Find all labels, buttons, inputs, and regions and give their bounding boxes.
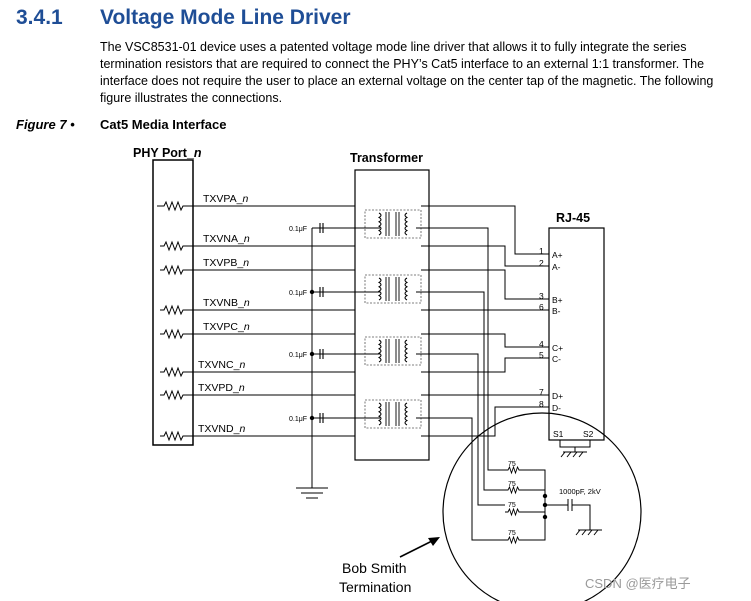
callout-arrow — [399, 537, 440, 558]
svg-text:3: 3 — [539, 291, 544, 301]
phy-port-label: PHY Port_n — [133, 146, 202, 160]
bob-smith-cap-label: 1000pF, 2kV — [559, 487, 601, 496]
bob-smith-junctions — [542, 493, 548, 520]
svg-text:8: 8 — [539, 399, 544, 409]
svg-text:C-: C- — [552, 354, 561, 364]
signal-label: TXVPC_n — [203, 321, 250, 333]
watermark: CSDN @医疗电子 — [585, 576, 691, 591]
svg-text:2: 2 — [539, 258, 544, 268]
svg-text:S2: S2 — [583, 429, 594, 439]
ground-icon — [296, 487, 328, 499]
svg-text:4: 4 — [539, 339, 544, 349]
bob-smith-caption-line2: Termination — [339, 579, 411, 595]
svg-text:0.1μF: 0.1μF — [289, 352, 307, 359]
svg-text:6: 6 — [539, 302, 544, 312]
svg-text:75: 75 — [508, 502, 516, 509]
svg-text:0.1μF: 0.1μF — [289, 290, 307, 297]
svg-text:B+: B+ — [552, 295, 563, 305]
shield-ground-icon — [559, 440, 591, 458]
transformer-box — [354, 169, 430, 461]
svg-text:1: 1 — [539, 246, 544, 256]
rj45-box — [548, 227, 605, 441]
junction-dots — [309, 289, 315, 421]
svg-text:7: 7 — [539, 387, 544, 397]
svg-text:0.1μF: 0.1μF — [289, 226, 307, 233]
svg-text:B-: B- — [552, 306, 561, 316]
bob-smith-wiring — [522, 469, 602, 541]
svg-text:A-: A- — [552, 262, 561, 272]
signal-label: TXVNC_n — [198, 359, 245, 371]
secondary-lines — [416, 205, 549, 541]
bob-smith-resistor-labels: 75 75 75 75 — [508, 461, 516, 537]
section-body: The VSC8531-01 device uses a patented vo… — [100, 40, 714, 105]
transformer-label: Transformer — [350, 151, 423, 165]
termination-resistors — [157, 201, 188, 441]
section-title: Voltage Mode Line Driver — [100, 6, 351, 29]
figure-label: Figure 7 • — [16, 117, 75, 132]
section-number: 3.4.1 — [16, 6, 63, 29]
bob-smith-highlight — [442, 412, 642, 601]
rj45-pins: 1 A+ 2 A- 3 B+ 6 B- 4 C+ 5 C- 7 D+ 8 D- S1 S2 — [539, 246, 594, 439]
svg-text:A+: A+ — [552, 250, 563, 260]
center-tap-lines — [311, 227, 380, 488]
svg-text:C+: C+ — [552, 343, 563, 353]
svg-text:D-: D- — [552, 403, 561, 413]
svg-text:D+: D+ — [552, 391, 563, 401]
signal-label: TXVPB_n — [203, 257, 249, 269]
svg-text:75: 75 — [508, 461, 516, 468]
signal-label: TXVPA_n — [203, 193, 249, 205]
svg-text:75: 75 — [508, 481, 516, 488]
svg-text:0.1μF: 0.1μF — [289, 416, 307, 423]
signal-labels: TXVPA_n TXVNA_n TXVPB_n TXVNB_n TXVPC_n … — [198, 193, 250, 435]
signal-label: TXVPD_n — [198, 382, 245, 394]
figure-caption: Cat5 Media Interface — [100, 117, 227, 132]
capacitor-symbols — [319, 223, 324, 423]
phy-port-box — [152, 159, 194, 446]
signal-label: TXVNB_n — [203, 297, 250, 309]
port-signal-lines — [185, 205, 355, 437]
capacitor-labels: 0.1μF 0.1μF 0.1μF 0.1μF — [289, 226, 307, 423]
signal-label: TXVNA_n — [203, 233, 250, 245]
transformer-windings — [364, 209, 422, 429]
rj45-label: RJ-45 — [556, 211, 590, 225]
svg-text:5: 5 — [539, 350, 544, 360]
svg-text:75: 75 — [508, 530, 516, 537]
svg-text:S1: S1 — [553, 429, 564, 439]
signal-label: TXVND_n — [198, 423, 245, 435]
bob-smith-caption-line1: Bob Smith — [342, 560, 407, 576]
